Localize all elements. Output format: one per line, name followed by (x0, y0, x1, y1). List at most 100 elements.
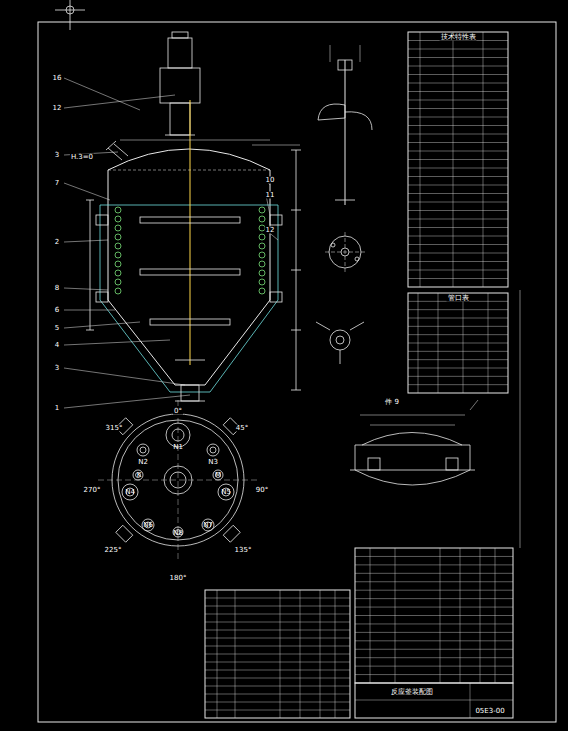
circle (122, 484, 138, 500)
line (408, 125, 508, 126)
drawing-label: 件 9 (384, 399, 400, 406)
circle (115, 234, 121, 240)
line (408, 185, 508, 186)
circle (137, 444, 149, 456)
outline (355, 683, 513, 718)
line (470, 683, 471, 718)
line (64, 240, 108, 242)
circle (115, 207, 121, 213)
line (370, 425, 455, 426)
line (217, 590, 218, 718)
outline (338, 60, 352, 70)
line (355, 598, 513, 599)
contour (108, 300, 270, 385)
circle (259, 270, 265, 276)
circle (336, 336, 344, 344)
drawing-label: 1 (54, 405, 60, 412)
line (64, 78, 140, 110)
line (64, 95, 175, 108)
contour (355, 433, 470, 486)
line (360, 45, 361, 62)
line (291, 390, 301, 391)
circle (259, 288, 265, 294)
line (355, 657, 513, 658)
line (205, 670, 350, 671)
line (64, 368, 185, 385)
circle (259, 279, 265, 285)
outline (181, 385, 199, 401)
line (205, 646, 350, 647)
line (270, 170, 271, 300)
drawing-label: 6 (54, 307, 60, 314)
line (90, 200, 91, 330)
line (355, 590, 513, 591)
line (205, 622, 350, 623)
line (320, 590, 321, 718)
line (355, 573, 513, 574)
drawing-label: 90° (255, 487, 269, 494)
line (70, 0, 71, 30)
circle (207, 444, 219, 456)
outline (270, 292, 282, 302)
line (408, 326, 508, 327)
support-lug (116, 525, 133, 542)
line (408, 202, 508, 203)
line (480, 548, 481, 683)
circle (259, 243, 265, 249)
outline (160, 68, 200, 103)
line (408, 142, 508, 143)
line (205, 606, 350, 607)
line (205, 630, 350, 631)
drawing-label: N4 (124, 489, 136, 496)
circle (259, 252, 265, 258)
drawing-label: 7 (54, 180, 60, 187)
line (355, 623, 513, 624)
drawing-label: H.3=0 (70, 154, 94, 161)
outline (140, 217, 240, 223)
circle (330, 330, 350, 350)
line (408, 151, 508, 152)
line (520, 290, 521, 548)
line (408, 368, 508, 369)
line (355, 632, 513, 633)
drawing-label: 10 (265, 177, 276, 184)
outline (38, 22, 556, 722)
contour (318, 104, 372, 130)
drawing-label: 8 (54, 285, 60, 292)
line (408, 83, 508, 84)
outline (140, 269, 240, 275)
circle (173, 527, 183, 537)
circle (164, 466, 192, 494)
line (355, 649, 513, 650)
line (495, 548, 496, 683)
line (335, 590, 336, 718)
line (120, 140, 270, 141)
drawing-label: 270° (83, 487, 102, 494)
line (108, 170, 270, 171)
line (420, 32, 421, 287)
drawing-label: 5 (54, 325, 60, 332)
line (205, 702, 350, 703)
drawing-label: N5 (220, 489, 232, 496)
line (408, 236, 508, 237)
line (98, 480, 258, 481)
circle (259, 207, 265, 213)
drawing-label: 225° (104, 547, 123, 554)
circle (213, 470, 223, 480)
line (355, 700, 513, 701)
outline (355, 548, 513, 683)
line (360, 415, 465, 416)
drawing-label: 12 (265, 227, 276, 234)
drawing-label: 2 (54, 239, 60, 246)
circle (66, 6, 74, 14)
line (408, 227, 508, 228)
line (175, 401, 205, 402)
drawing-label: 技术特性表 (440, 34, 477, 41)
line (345, 232, 346, 272)
line (355, 666, 513, 667)
circle (202, 519, 214, 531)
line (408, 57, 508, 58)
outline (96, 215, 108, 225)
line (395, 548, 396, 683)
outline (408, 293, 508, 393)
